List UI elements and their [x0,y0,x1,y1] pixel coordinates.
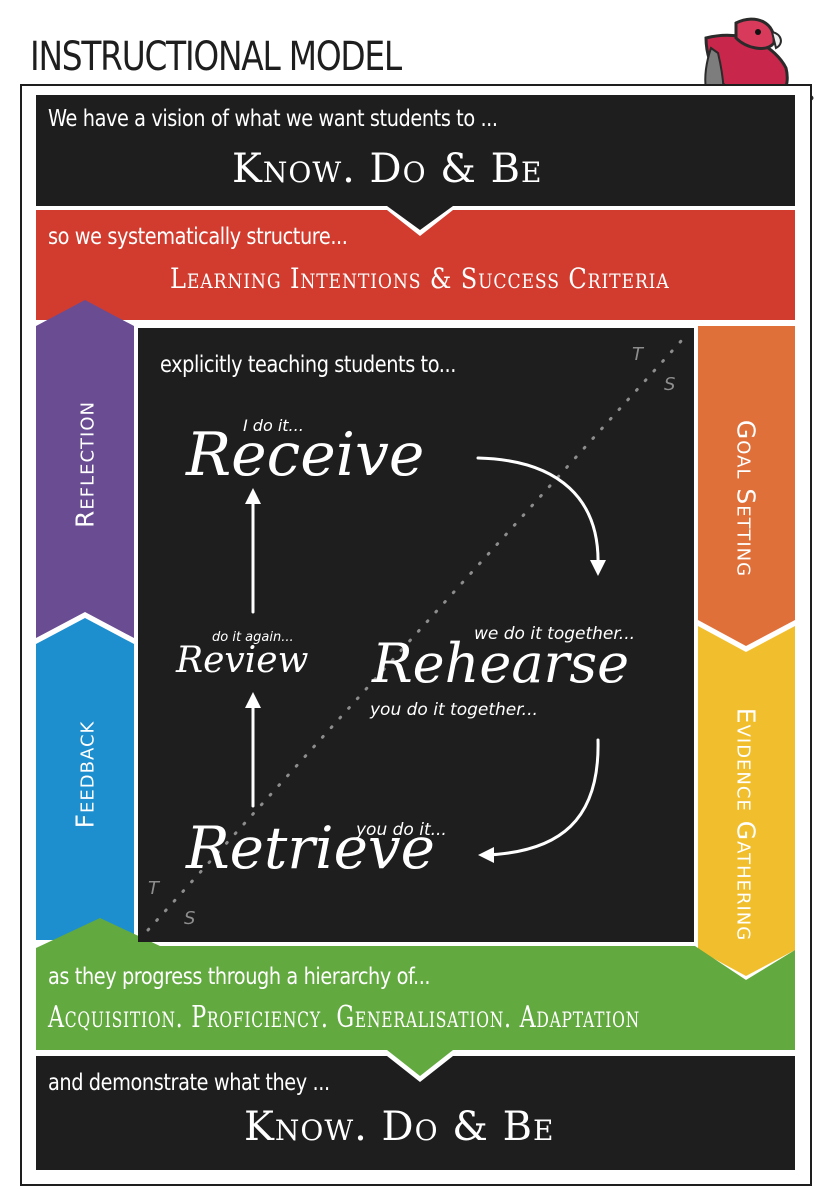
student-label-top: S [664,374,676,395]
retrieve-label: Retrieve [186,814,435,882]
demonstrate-lead: and demonstrate what they ... [48,1070,330,1096]
page-title: INSTRUCTIONAL MODEL [30,34,402,80]
feedback-label: Feedback [70,720,100,829]
hierarchy-lead: as they progress through a hierarchy of.… [48,964,431,990]
evidence-gathering-label: Evidence Gathering [731,707,761,942]
rehearse-label: Rehearse [372,632,630,695]
reflection-band [36,300,134,638]
receive-label: Receive [186,420,425,490]
arrow-rehearse-retrieve [484,738,600,857]
student-label-bottom: S [184,908,196,929]
diagonal-divider [146,338,684,932]
teacher-label-top: T [632,344,643,365]
retrieve-note: you do it... [356,820,447,840]
reflection-label: Reflection [70,401,100,529]
review-label: Review [176,640,309,681]
demonstrate-know-do-be: Know. Do & Be [244,1104,555,1150]
goal-setting-band [698,326,795,646]
teaching-panel [138,328,694,942]
teaching-lead: explicitly teaching students to... [160,352,456,378]
goal-setting-label: Goal Setting [731,419,761,578]
arrow-receive-rehearse [476,456,600,568]
review-note: do it again... [212,630,294,645]
vision-know-do-be: Know. Do & Be [232,146,543,192]
hierarchy-stages: Acquisition. Proficiency. Generalisation… [48,1000,640,1035]
receive-note: I do it... [243,416,304,435]
demonstrate-band [36,1056,795,1170]
rehearse-note-top: we do it together... [474,624,636,644]
structure-band [36,210,795,320]
learning-intentions: Learning Intentions & Success Criteria [170,262,670,295]
feedback-band [36,618,134,940]
hierarchy-band [36,918,795,1076]
vision-lead: We have a vision of what we want student… [48,106,498,132]
vision-band [36,95,795,230]
evidence-band [698,626,795,976]
structure-lead: so we systematically structure... [48,224,348,250]
rehearse-note-bottom: you do it together... [370,700,538,720]
teacher-label-bottom: T [148,878,159,899]
